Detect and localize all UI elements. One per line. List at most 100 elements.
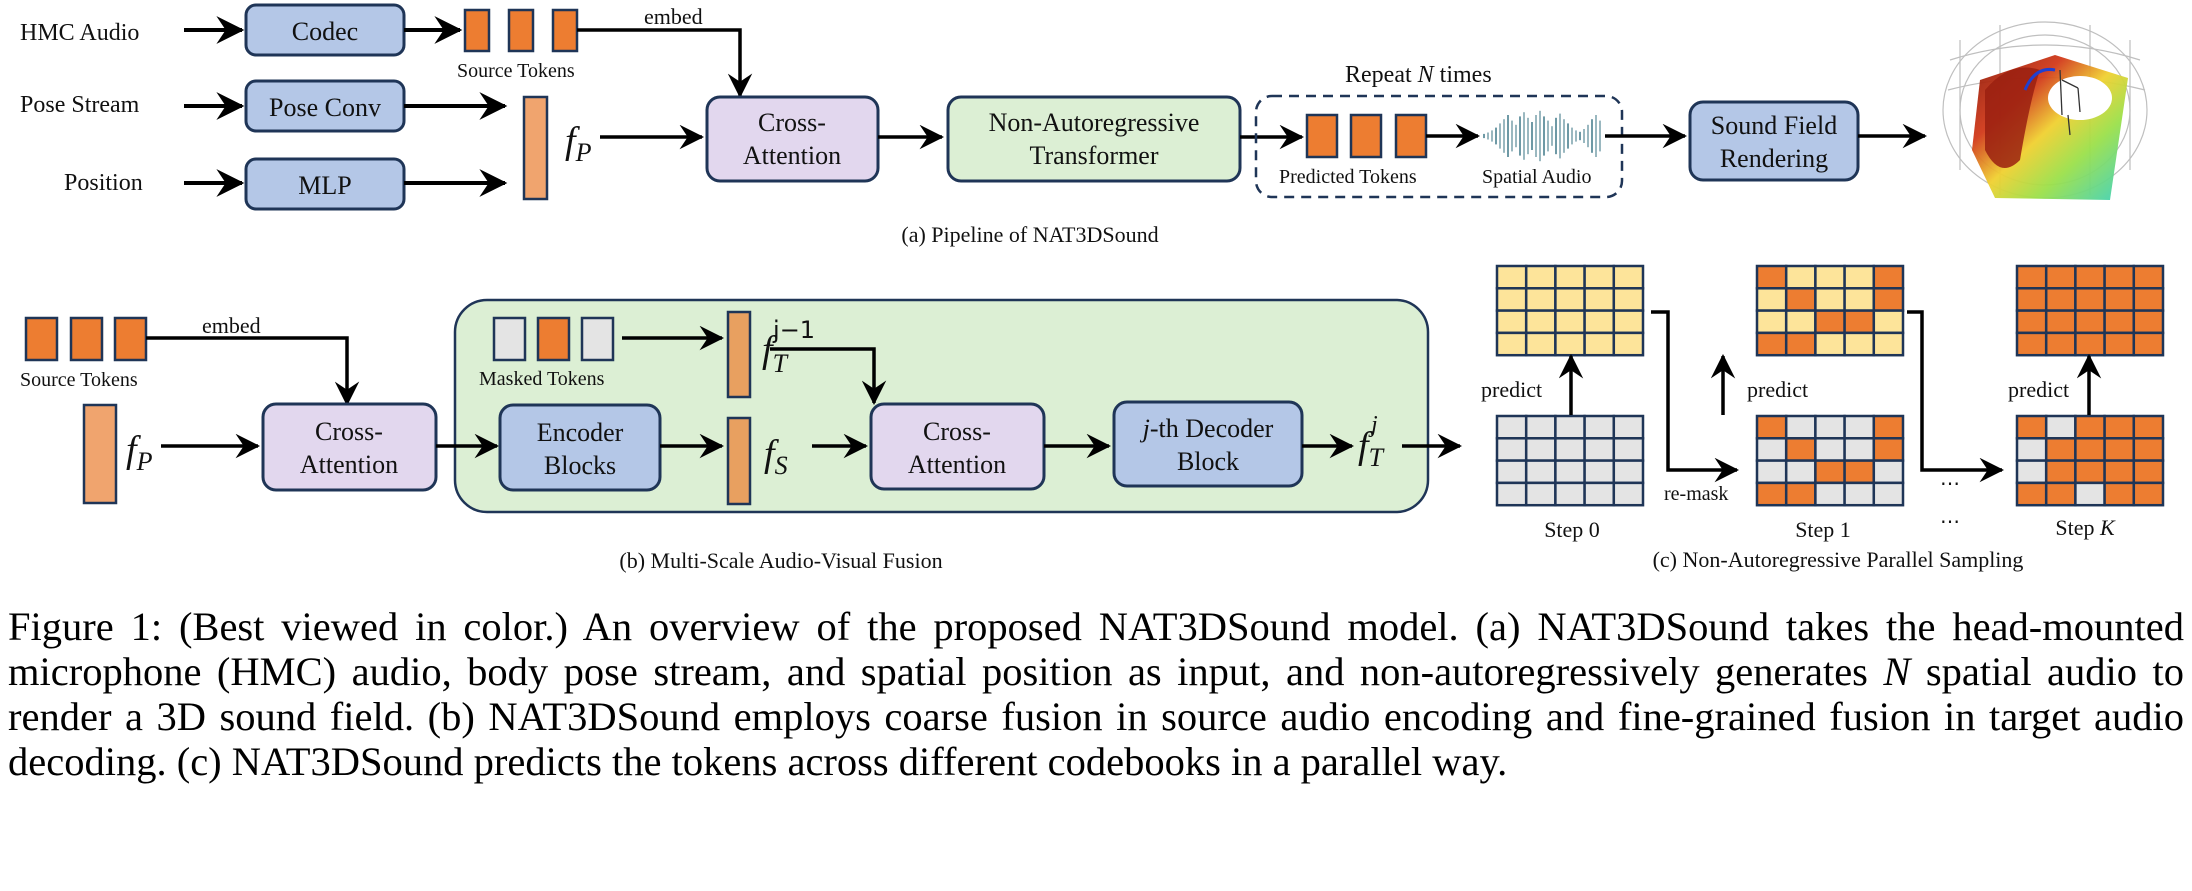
- nat-line2: Transformer: [1029, 141, 1158, 170]
- token: [1394, 113, 1428, 159]
- grid-cell: [1872, 309, 1905, 335]
- grid-cell: [1784, 331, 1817, 357]
- spatial-audio-waveform-icon: [1483, 110, 1601, 162]
- grid-cell: [2103, 414, 2136, 440]
- grid-cell: [2015, 459, 2048, 485]
- panel-a-pipeline: HMC Audio Pose Stream Position Codec Pos…: [20, 3, 2148, 247]
- panel-c-sampling: predict predict predict re-mask ⋯ ⋯ Step…: [1481, 264, 2165, 572]
- input-pose-stream: Pose Stream: [20, 92, 140, 118]
- grid-cell: [2103, 459, 2136, 485]
- decoder-line1: j-th Decoder: [1140, 414, 1274, 443]
- grid-cell: [2103, 287, 2136, 312]
- token: [1349, 113, 1383, 159]
- figure-label: Figure 1:: [8, 604, 163, 649]
- grid-cell: [2015, 309, 2048, 335]
- remask-label: re-mask: [1664, 483, 1728, 505]
- ft-prev-feature-bar: [726, 310, 752, 399]
- grid-cell: [2132, 414, 2165, 440]
- grid-cell: [2074, 309, 2106, 335]
- grid-cell: [2015, 481, 2048, 507]
- grid-cell: [1843, 331, 1876, 357]
- nat-line1: Non-Autoregressive: [989, 108, 1200, 137]
- token-grid-step0-output: [1495, 264, 1645, 357]
- grid-cell: [1784, 264, 1817, 290]
- grid-cell: [1583, 414, 1616, 440]
- grid-cell: [2074, 459, 2106, 485]
- grid-cell: [2015, 414, 2048, 440]
- token: [536, 316, 571, 362]
- ellipsis: ⋯: [1940, 473, 1960, 495]
- grid-cell: [1583, 264, 1616, 290]
- grid-cell: [1755, 264, 1788, 290]
- ellipsis: ⋯: [1940, 511, 1960, 533]
- grid-cell: [2074, 437, 2106, 462]
- codec-box: Codec: [244, 3, 406, 57]
- embed-arrow-b: [146, 336, 360, 407]
- grid-cell: [1843, 437, 1876, 462]
- predict-label: predict: [1481, 377, 1542, 402]
- fp-label-a: fP: [565, 120, 592, 167]
- grid-cell: [2074, 287, 2106, 312]
- token-grid-step1-output: [1755, 264, 1905, 357]
- repeat-n-label: Repeat N times: [1345, 62, 1492, 88]
- grid-cell: [1495, 414, 1528, 440]
- grid-cell: [2074, 331, 2106, 357]
- grid-cell: [2132, 437, 2165, 462]
- grid-cell: [1524, 481, 1557, 507]
- grid-cell: [1843, 414, 1876, 440]
- panel-b-fusion: Source Tokens embed fP Cross- Attention …: [20, 298, 1463, 573]
- grid-cell: [1814, 287, 1846, 312]
- grid-cell: [2044, 414, 2077, 440]
- token: [463, 8, 491, 53]
- grid-cell: [1814, 459, 1846, 485]
- grid-cell: [1495, 287, 1528, 312]
- input-hmc-audio: HMC Audio: [20, 20, 139, 46]
- grid-cell: [1554, 264, 1586, 290]
- ft-prev-arrow: [770, 347, 887, 406]
- figure-diagram: HMC Audio Pose Stream Position Codec Pos…: [20, 3, 2165, 573]
- grid-cell: [1755, 309, 1788, 335]
- token: [507, 8, 535, 53]
- cross-attention-line2: Attention: [743, 141, 841, 170]
- ft-prev-label: fTj−1: [762, 316, 815, 378]
- grid-cell: [2132, 331, 2165, 357]
- grid-cell: [1784, 309, 1817, 335]
- grid-cell: [1612, 414, 1645, 440]
- token-grid-stepK-input: [2015, 414, 2165, 507]
- source-tokens-label-b: Source Tokens: [20, 369, 138, 391]
- grid-cell: [1612, 437, 1645, 462]
- grid-cell: [1612, 459, 1645, 485]
- grid-cell: [1495, 264, 1528, 290]
- caption-text-2: spatial audio to render a 3D sound field…: [8, 649, 2185, 784]
- grid-cell: [1583, 331, 1616, 357]
- subcaption-c: (c) Non-Autoregressive Parallel Sampling: [1653, 547, 2024, 572]
- grid-cell: [1755, 481, 1788, 507]
- grid-cell: [1784, 459, 1817, 485]
- cross-attention-box-a: Cross- Attention: [705, 95, 880, 183]
- grid-cell: [1784, 414, 1817, 440]
- grid-cell: [2015, 287, 2048, 312]
- decoder-line2: Block: [1177, 447, 1239, 476]
- grid-cell: [2103, 331, 2136, 357]
- grid-cell: [1814, 414, 1846, 440]
- grid-cell: [1583, 481, 1616, 507]
- grid-cell: [1612, 309, 1645, 335]
- token: [1305, 113, 1339, 159]
- embed-label-a: embed: [644, 4, 703, 29]
- grid-cell: [1495, 437, 1528, 462]
- grid-cell: [1814, 437, 1846, 462]
- grid-cell: [1843, 481, 1876, 507]
- cross-attention-line1: Cross-: [758, 108, 826, 137]
- input-position: Position: [64, 170, 143, 196]
- repeat-dashed-box: [1254, 94, 1624, 199]
- grid-cell: [1784, 481, 1817, 507]
- grid-cell: [2044, 331, 2077, 357]
- grid-cell: [1554, 287, 1586, 312]
- grid-cell: [1524, 414, 1557, 440]
- grid-cell: [1872, 264, 1905, 290]
- remask-arrow: [1907, 310, 2005, 483]
- grid-cell: [1583, 309, 1616, 335]
- grid-cell: [1872, 287, 1905, 312]
- grid-cell: [1872, 481, 1905, 507]
- grid-cell: [1755, 459, 1788, 485]
